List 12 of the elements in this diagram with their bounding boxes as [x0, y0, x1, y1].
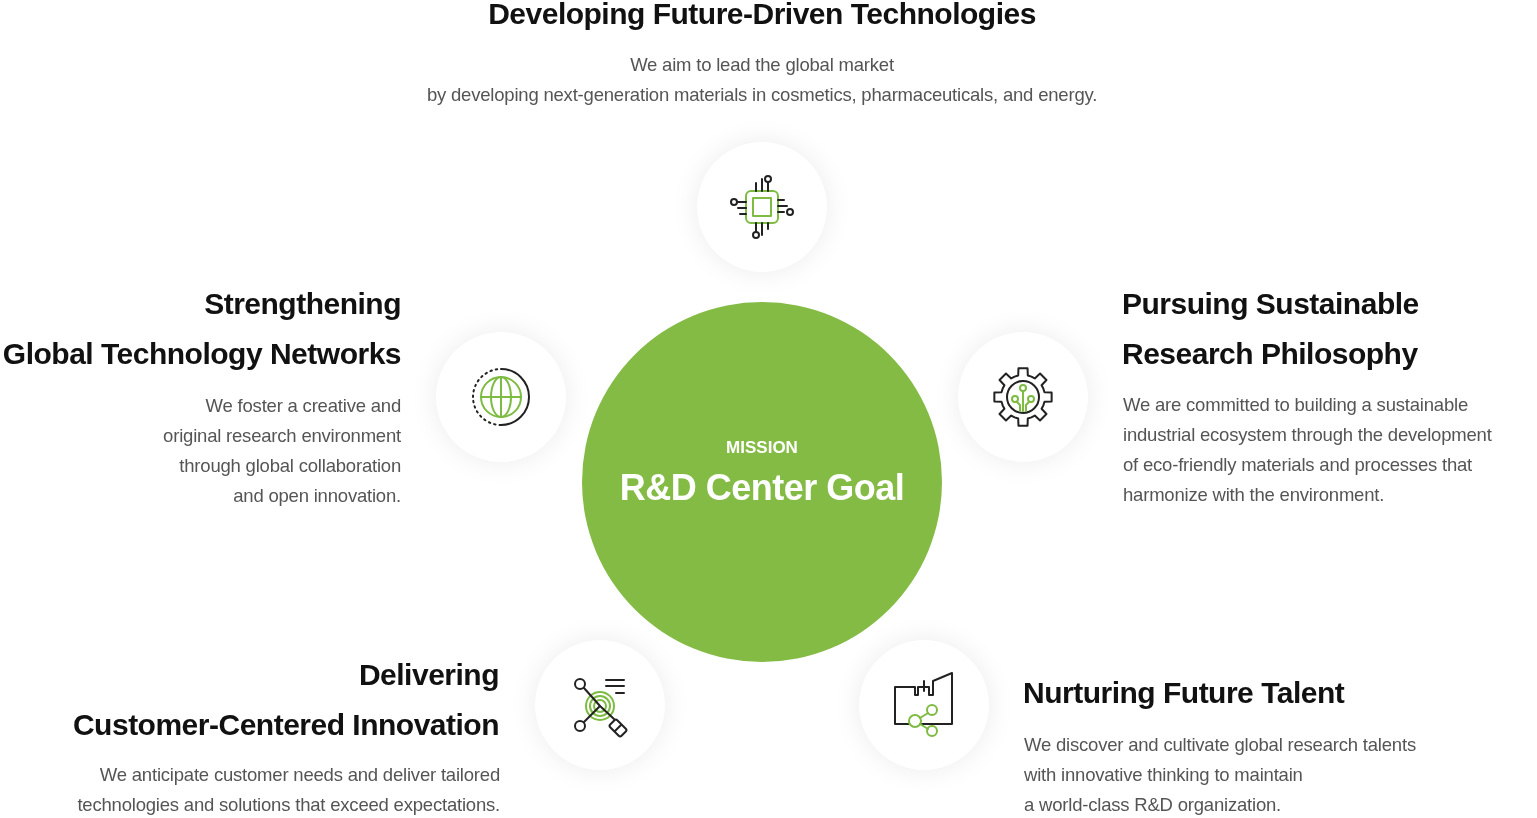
- section-heading: Delivering Customer-Centered Innovation: [72, 657, 499, 743]
- section-description: We are committed to building a sustainable industrial ecosystem through the development of eco-friendly materials and processes that harmonize with the environment.: [1123, 393, 1492, 507]
- mission-label: MISSION: [726, 438, 798, 459]
- section-description: We aim to lead the global market by developing next-generation materials in cosmetics, pharmaceuticals, and energy.: [426, 53, 1098, 107]
- section-description: We foster a creative and original research environment through global collaboration and open innovation.: [163, 394, 401, 508]
- section-heading: Pursuing Sustainable Research Philosophy: [1122, 286, 1419, 372]
- section-description: We discover and cultivate global research talents with innovative thinking to maintain a world-class R&D organization.: [1024, 733, 1416, 817]
- section-heading: Developing Future-Driven Technologies: [488, 0, 1036, 32]
- goal-title: R&D Center Goal: [619, 466, 905, 510]
- section-heading: Nurturing Future Talent: [1023, 675, 1345, 711]
- section-description: We anticipate customer needs and deliver tailored technologies and solutions that exceed expectations.: [77, 763, 500, 817]
- section-heading: Strengthening Global Technology Networks: [2, 286, 401, 372]
